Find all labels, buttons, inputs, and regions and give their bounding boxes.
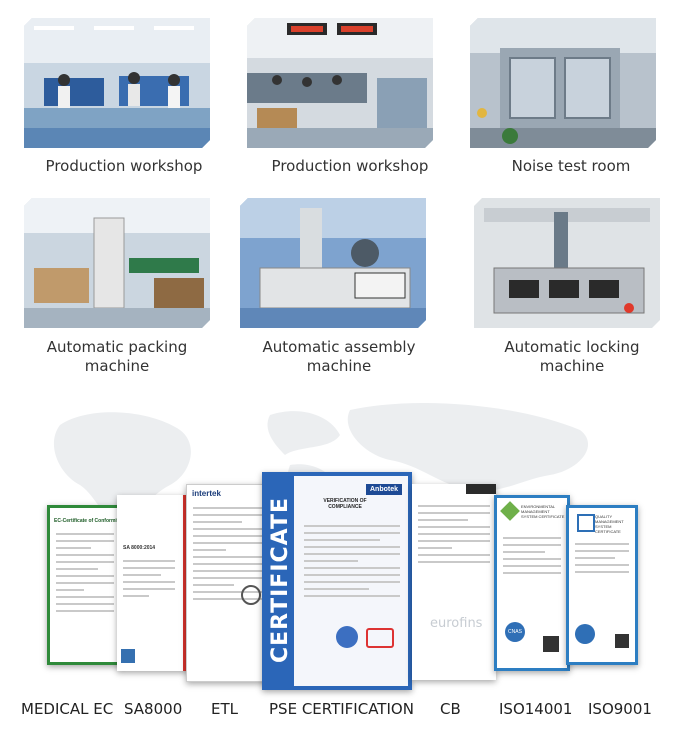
certificate-pse-heading: VERIFICATION OF COMPLIANCE	[323, 498, 367, 510]
certificate-iso9001: QUALITY MANAGEMENT SYSTEM CERTIFICATE	[566, 505, 638, 665]
cert-label-iso9001: ISO9001	[588, 700, 652, 718]
eurofins-watermark: eurofins	[430, 616, 483, 631]
certificate-iso14001: ENVIRONMENTAL MANAGEMENT SYSTEM CERTIFIC…	[494, 495, 570, 671]
workshop-photo-6	[474, 198, 660, 328]
workshop-caption-4: Automatic packing machine	[46, 338, 188, 375]
cert-label-pse: PSE CERTIFICATION	[269, 700, 414, 718]
certificate-medical-ec-title: EC-Certificate of Conformity	[54, 518, 122, 524]
workshop-photo-5	[240, 198, 426, 328]
workshop-caption-5: Automatic assembly machine	[262, 338, 416, 375]
workshop-caption-1: Production workshop	[45, 157, 203, 175]
certificate-sa8000-title: SA 8000:2014	[123, 545, 156, 551]
certificate-cb: eurofins	[412, 484, 496, 680]
cert-label-medical-ec: MEDICAL EC	[21, 700, 114, 718]
certificate-etl: intertek	[186, 484, 270, 682]
cert-label-iso14001: ISO14001	[499, 700, 573, 718]
workshop-photo-4	[24, 198, 210, 328]
certificate-medical-ec: EC-Certificate of Conformity	[47, 505, 123, 665]
cert-label-cb: CB	[440, 700, 461, 718]
workshop-caption-2: Production workshop	[271, 157, 429, 175]
cnas-logo: CNAS	[505, 622, 525, 642]
workshop-photo-2	[247, 18, 433, 148]
certificate-iso14001-title: ENVIRONMENTAL MANAGEMENT SYSTEM CERTIFIC…	[521, 504, 565, 519]
workshop-caption-6: Automatic locking machine	[504, 338, 640, 375]
workshop-photo-1	[24, 18, 210, 148]
intertek-logo: intertek	[192, 489, 221, 498]
cert-label-sa8000: SA8000	[124, 700, 183, 718]
certificate-sa8000: SA 8000:2014	[117, 495, 193, 671]
cert-label-etl: ETL	[211, 700, 238, 718]
certificate-iso9001-title: QUALITY MANAGEMENT SYSTEM CERTIFICATE	[595, 514, 624, 534]
workshop-photo-3	[470, 18, 656, 148]
certificate-pse: CERTIFICATE Anbotek VERIFICATION OF COMP…	[262, 472, 412, 690]
certificate-vertical-text: CERTIFICATE	[268, 496, 293, 664]
anbotek-logo: Anbotek	[366, 484, 402, 495]
workshop-caption-3: Noise test room	[511, 157, 631, 175]
